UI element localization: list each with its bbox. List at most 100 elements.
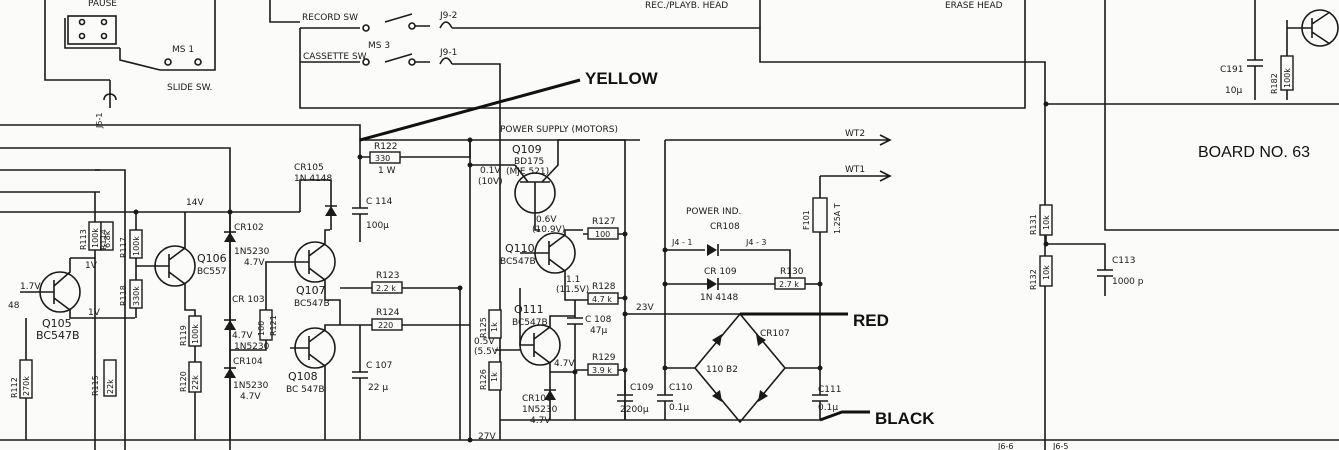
c108-value: 47μ bbox=[590, 326, 607, 336]
r119-name: R119 bbox=[179, 325, 188, 346]
r117-name: R117 bbox=[119, 237, 128, 258]
bridge-rectifier bbox=[693, 312, 787, 424]
rec-head-label: REC./PLAYB. HEAD bbox=[645, 1, 728, 11]
q107-type: BC547B bbox=[294, 299, 330, 309]
record-sw-label: RECORD SW bbox=[302, 13, 358, 23]
r129-value: 3.9 k bbox=[592, 366, 612, 375]
q108-type: BC 547B bbox=[286, 385, 325, 395]
q110-v2: (10.9V) bbox=[532, 225, 565, 235]
v27-label: 27V bbox=[478, 432, 496, 442]
r125-body bbox=[488, 309, 502, 339]
r112-name: R112 bbox=[10, 377, 19, 398]
cr103-name: CR 103 bbox=[232, 295, 265, 305]
r124-value: 220 bbox=[378, 321, 393, 330]
r113-name: R113 bbox=[79, 229, 88, 250]
c191-name: C191 bbox=[1220, 65, 1243, 75]
cr104-type: 1N5230 bbox=[233, 381, 269, 391]
cr102-name: CR102 bbox=[234, 223, 264, 233]
cr106-v: 4.7V bbox=[530, 416, 551, 426]
r115-name: R115 bbox=[91, 375, 100, 396]
r123-name: R123 bbox=[376, 271, 399, 281]
r132-body bbox=[1039, 255, 1053, 287]
q106-name: Q106 bbox=[197, 252, 227, 265]
wire-color-callouts: YELLOW RED BLACK bbox=[359, 69, 935, 428]
red-callout: RED bbox=[853, 311, 889, 330]
c109-name: C109 bbox=[630, 383, 654, 393]
cr102-type: 1N5230 bbox=[234, 247, 270, 257]
r120-value: 22k bbox=[191, 375, 200, 390]
c191-value: 10μ bbox=[1225, 86, 1242, 96]
j6-5-label: J6-5 bbox=[1052, 442, 1068, 450]
r131-name: R131 bbox=[1029, 214, 1038, 235]
r115-body bbox=[103, 359, 117, 397]
r121-value: 100 bbox=[257, 321, 266, 336]
r124-name: R124 bbox=[376, 308, 400, 318]
cr109-diode bbox=[707, 278, 717, 290]
c109-value: 2200μ bbox=[620, 405, 649, 415]
cr108-name: CR108 bbox=[710, 222, 740, 232]
r132-name: R132 bbox=[1029, 269, 1038, 290]
r114-name: R114 bbox=[99, 229, 108, 250]
r127-value: 100 bbox=[595, 230, 610, 239]
cr109-type: 1N 4148 bbox=[700, 293, 738, 303]
f101-name: F101 bbox=[802, 210, 811, 230]
f101-fuse bbox=[812, 197, 828, 233]
zener-column: CR102 1N5230 4.7V CR 103 4.7V 1N5230 CR1… bbox=[224, 212, 278, 440]
ms1-label: MS 1 bbox=[172, 45, 194, 55]
r121-name: R121 bbox=[269, 315, 278, 336]
q111-v4: (5.5V) bbox=[474, 347, 502, 357]
power-supply-section: POWER SUPPLY (MOTORS) 0.1V (10V) Q109 BD… bbox=[470, 125, 892, 426]
c114-name: C 114 bbox=[366, 197, 393, 207]
v17-label: 1.7V bbox=[20, 282, 41, 292]
power-ind-label: POWER IND. bbox=[686, 207, 741, 217]
q109-type: BD175 bbox=[514, 157, 544, 167]
r132-value: 10k bbox=[1042, 265, 1051, 280]
left-bus-lines bbox=[0, 124, 1339, 450]
v1a-label: 1V bbox=[85, 261, 98, 271]
wt1-label: WT1 bbox=[845, 165, 865, 175]
q105-stage: 1.7V 48 1V 1V Q105 BC547B R113 100k R114… bbox=[8, 211, 300, 440]
v1b-label: 1V bbox=[88, 308, 101, 318]
q109-alt: (MJE 521) bbox=[506, 167, 549, 177]
cr109-name: CR 109 bbox=[704, 267, 737, 277]
q109-v2: (10V) bbox=[478, 177, 503, 187]
q110-v1: 0.6V bbox=[536, 215, 557, 225]
black-callout: BLACK bbox=[875, 409, 935, 428]
r131-value: 10k bbox=[1042, 215, 1051, 230]
pause-slide-switch: PAUSE MS 1 SLIDE SW. J5-1 bbox=[44, 0, 216, 129]
q111-v5: 4.7V bbox=[554, 359, 575, 369]
cr103-v: 4.7V bbox=[232, 331, 253, 341]
r128-value: 4.7 k bbox=[592, 295, 612, 304]
cr106-type: 1N5230 bbox=[522, 405, 558, 415]
r115-value: 22k bbox=[106, 379, 115, 394]
j9-1-label: J9-1 bbox=[439, 48, 457, 58]
cr103-diode bbox=[224, 320, 236, 330]
cr104-v: 4.7V bbox=[240, 392, 261, 402]
c111-value: 0.1μ bbox=[818, 403, 838, 413]
r126-value: 1k bbox=[490, 372, 499, 382]
r182-value: 100k bbox=[1283, 68, 1292, 88]
r122-value: 330 bbox=[375, 154, 390, 163]
r129-name: R129 bbox=[592, 353, 616, 363]
c111-name: C111 bbox=[818, 385, 841, 395]
r122-name: R122 bbox=[374, 142, 397, 152]
q109-v1: 0.1V bbox=[480, 166, 501, 176]
q107-q108-stage: Q107 BC547B Q108 BC 547B CR105 1N 4148 bbox=[265, 163, 372, 440]
c110-value: 0.1μ bbox=[669, 403, 689, 413]
q106-stage: 14V Q106 BC557 R119 100k R120 22k bbox=[136, 198, 227, 440]
r117-value: 100k bbox=[132, 236, 141, 256]
q108-name: Q108 bbox=[288, 370, 318, 383]
r114-body bbox=[100, 221, 114, 251]
cr105-name: CR105 bbox=[294, 163, 324, 173]
cr102-v: 4.7V bbox=[244, 258, 265, 268]
cr104-name: CR104 bbox=[233, 357, 263, 367]
ms3-label: MS 3 bbox=[368, 41, 390, 51]
q111-v1: 1.1 bbox=[566, 275, 580, 285]
r114-value: 6.8k bbox=[103, 230, 112, 248]
q110-name: Q110 bbox=[505, 242, 535, 255]
q109-name: Q109 bbox=[512, 143, 542, 156]
j6-6-label: J6-6 bbox=[997, 442, 1013, 450]
cr105-type: 1N 4148 bbox=[294, 174, 332, 184]
r120-name: R120 bbox=[179, 371, 188, 392]
